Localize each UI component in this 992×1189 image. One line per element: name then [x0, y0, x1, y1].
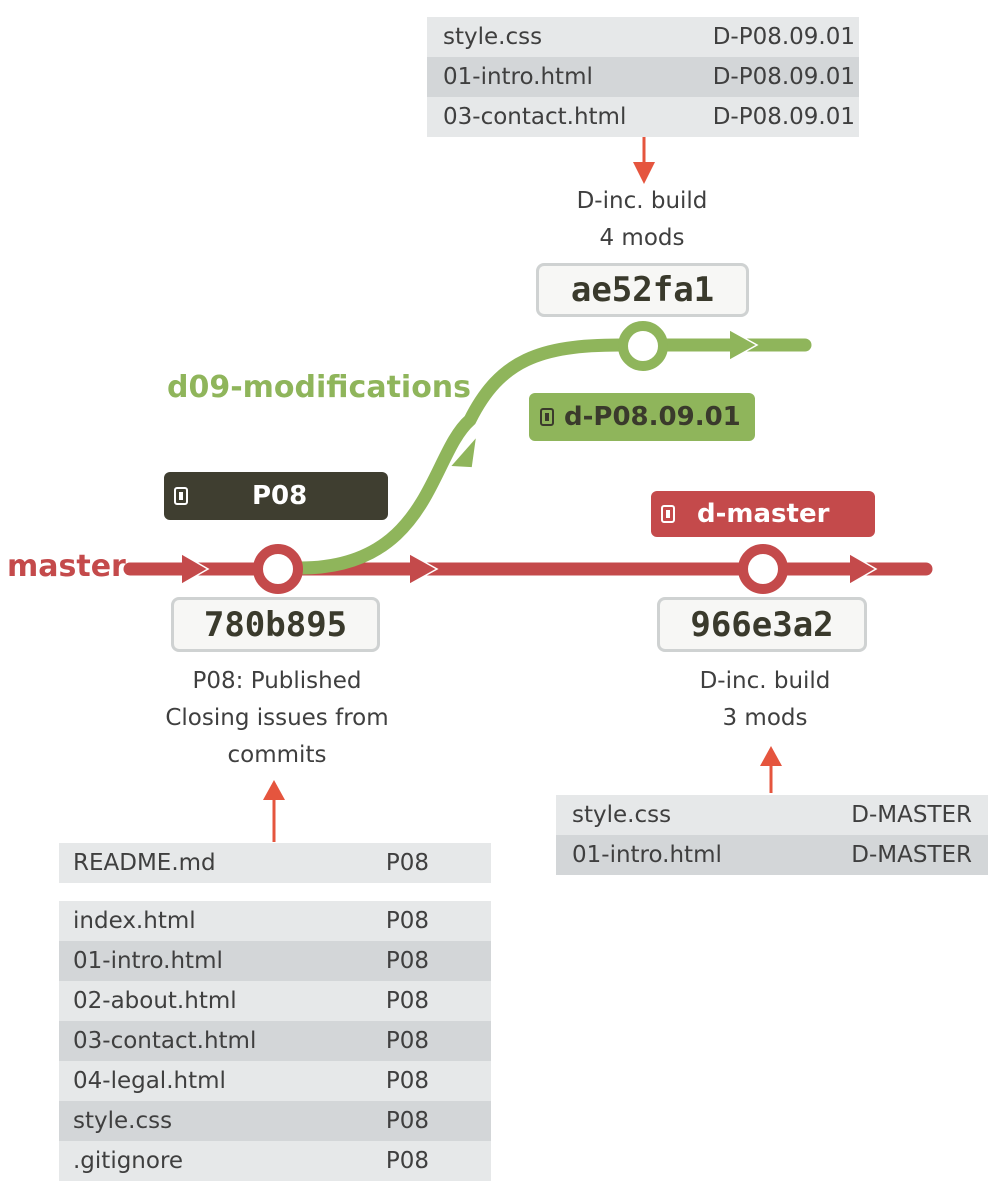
file-name: style.css: [443, 24, 543, 50]
table-row: 02-about.html P08: [59, 981, 491, 1021]
commit-message-line: Closing issues from: [165, 705, 389, 731]
commit-message-line: 4 mods: [599, 225, 685, 251]
table-row: index.html P08: [59, 901, 491, 941]
file-tag: P08: [385, 1148, 429, 1174]
commit-message-line: 3 mods: [722, 705, 808, 731]
feature-arrow-head: [451, 438, 476, 468]
file-tag: P08: [385, 850, 429, 876]
file-table-top: style.css D-P08.09.01 01-intro.html D-P0…: [427, 17, 859, 137]
file-name: 04-legal.html: [73, 1068, 226, 1094]
file-tag: P08: [385, 988, 429, 1014]
tag-label: P08: [252, 481, 308, 511]
file-tag: D-P08.09.01: [712, 64, 855, 90]
file-table-readme: README.md P08: [59, 843, 491, 883]
tag-d-p08-09-01[interactable]: d-P08.09.01: [529, 393, 755, 441]
file-name: 01-intro.html: [443, 64, 593, 90]
file-name: 01-intro.html: [572, 842, 722, 868]
file-tag: P08: [385, 948, 429, 974]
master-branch-label: master: [7, 549, 126, 584]
master-arrow-head: [410, 554, 437, 584]
commit-message-line: P08: Published: [192, 668, 362, 694]
lock-icon: [661, 505, 675, 523]
file-name: 01-intro.html: [73, 948, 223, 974]
commit-node-966e3a2[interactable]: [738, 544, 788, 594]
master-arrow-edge: [849, 553, 878, 585]
file-name: style.css: [572, 802, 672, 828]
file-tag: P08: [385, 908, 429, 934]
file-name: style.css: [73, 1108, 173, 1134]
tag-label: d-P08.09.01: [564, 402, 741, 432]
table-row: 03-contact.html D-P08.09.01: [427, 97, 859, 137]
table-row: 01-intro.html D-P08.09.01: [427, 57, 859, 97]
file-tag: D-P08.09.01: [712, 24, 855, 50]
pointer-arrow-top: [633, 135, 655, 184]
feature-branch-line: [293, 338, 812, 575]
commit-message-line: D-inc. build: [699, 668, 831, 694]
table-row: style.css P08: [59, 1101, 491, 1141]
commit-message-line: commits: [227, 742, 327, 768]
file-table-right: style.css D-MASTER 01-intro.html D-MASTE…: [556, 795, 988, 875]
file-tag: D-MASTER: [851, 802, 972, 828]
table-row: style.css D-P08.09.01: [427, 17, 859, 57]
file-name: 03-contact.html: [73, 1028, 257, 1054]
table-row: README.md P08: [59, 843, 491, 883]
pointer-arrow-right: [760, 746, 782, 793]
table-row: .gitignore P08: [59, 1141, 491, 1181]
file-tag: P08: [385, 1068, 429, 1094]
table-row: 04-legal.html P08: [59, 1061, 491, 1101]
file-tag: D-P08.09.01: [712, 104, 855, 130]
tag-d-master[interactable]: d-master: [651, 491, 875, 537]
lock-icon: [540, 408, 554, 426]
file-table-files: index.html P08 01-intro.html P08 02-abou…: [59, 901, 491, 1181]
table-row: 01-intro.html P08: [59, 941, 491, 981]
commit-message-780b895: P08: Published Closing issues from commi…: [126, 663, 428, 774]
file-tag: D-MASTER: [851, 842, 972, 868]
table-row: style.css D-MASTER: [556, 795, 988, 835]
commit-message-line: D-inc. build: [576, 188, 708, 214]
commit-node-ae52fa1[interactable]: [618, 321, 668, 371]
feature-arrow-edge: [729, 329, 759, 361]
commit-message-966e3a2: D-inc. build 3 mods: [650, 663, 880, 737]
file-name: 02-about.html: [73, 988, 237, 1014]
master-arrow-edge: [409, 553, 439, 585]
master-arrow-edge: [181, 553, 210, 585]
feature-arrow-head: [730, 330, 757, 360]
table-row: 01-intro.html D-MASTER: [556, 835, 988, 875]
file-name: .gitignore: [73, 1148, 184, 1174]
file-tag: P08: [385, 1028, 429, 1054]
commit-node-780b895[interactable]: [253, 544, 303, 594]
table-row: 03-contact.html P08: [59, 1021, 491, 1061]
pointer-arrow-bottom: [263, 780, 285, 842]
commit-hash-966e3a2[interactable]: 966e3a2: [657, 597, 867, 652]
tag-p08[interactable]: P08: [164, 472, 388, 520]
lock-icon: [174, 487, 188, 505]
commit-message-ae52fa1: D-inc. build 4 mods: [527, 183, 757, 257]
tag-label: d-master: [697, 499, 830, 529]
file-name: 03-contact.html: [443, 104, 627, 130]
commit-hash-ae52fa1[interactable]: ae52fa1: [536, 263, 749, 317]
master-arrow-head: [182, 554, 208, 584]
master-arrow-head: [850, 554, 876, 584]
file-name: index.html: [73, 908, 196, 934]
file-tag: P08: [385, 1108, 429, 1134]
file-name: README.md: [73, 850, 216, 876]
feature-branch-label: d09-modifications: [167, 370, 472, 405]
commit-hash-780b895[interactable]: 780b895: [171, 597, 380, 652]
